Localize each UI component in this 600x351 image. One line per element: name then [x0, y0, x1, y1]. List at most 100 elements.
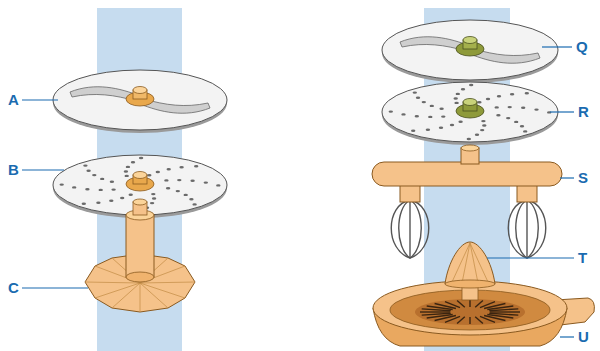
- grating-disc: [382, 82, 558, 145]
- slicing-disc: [382, 20, 558, 83]
- grater-hole: [216, 184, 220, 186]
- grater-hole: [190, 180, 194, 182]
- grater-hole: [458, 121, 462, 123]
- grater-hole: [439, 108, 443, 110]
- grater-hole: [179, 166, 183, 168]
- grater-hole: [415, 115, 419, 117]
- sieve-slot: [475, 317, 483, 324]
- grater-hole: [192, 203, 196, 205]
- grater-hole: [481, 120, 485, 122]
- grater-hole: [482, 124, 486, 126]
- grater-hole: [60, 183, 64, 185]
- sieve-slot: [489, 309, 518, 311]
- grater-hole: [534, 108, 538, 110]
- grater-hole: [96, 202, 100, 204]
- sieve-slot: [457, 300, 465, 307]
- grater-hole: [497, 95, 501, 97]
- disc-hub: [133, 172, 147, 179]
- beater-holder: [372, 145, 562, 258]
- callout-letter: C: [8, 279, 19, 297]
- grater-hole: [510, 93, 514, 95]
- leader-lines: [22, 47, 574, 337]
- juicer-sieve: [373, 281, 594, 346]
- grater-hole: [139, 157, 143, 159]
- grater-hole: [100, 178, 104, 180]
- grater-hole: [401, 113, 405, 115]
- grater-hole: [92, 174, 96, 176]
- grater-hole: [110, 181, 114, 183]
- grater-hole: [467, 138, 471, 140]
- grater-hole: [176, 190, 180, 192]
- grater-hole: [523, 130, 527, 132]
- sieve-slot: [457, 317, 465, 324]
- grater-hole: [147, 174, 151, 176]
- grater-hole: [194, 165, 198, 167]
- grater-hole: [525, 92, 529, 94]
- grater-hole: [495, 106, 499, 108]
- grater-hole: [99, 189, 103, 191]
- grater-hole: [439, 127, 443, 129]
- grater-hole: [514, 121, 518, 123]
- sieve-slot: [445, 302, 460, 308]
- grater-hole: [150, 202, 154, 204]
- grater-hole: [475, 134, 479, 136]
- grater-hole: [156, 171, 160, 173]
- sieve-slot: [420, 311, 450, 312]
- grater-hole: [126, 166, 130, 168]
- grater-hole: [125, 175, 129, 177]
- grater-hole: [413, 91, 417, 93]
- grater-hole: [151, 193, 155, 195]
- grater-hole: [521, 107, 525, 109]
- grater-hole: [461, 88, 465, 90]
- grater-hole: [85, 188, 89, 190]
- grater-hole: [109, 200, 113, 202]
- grater-hole: [177, 179, 181, 181]
- disc-holder: [85, 199, 195, 312]
- grater-hole: [411, 130, 415, 132]
- grater-hole: [72, 186, 76, 188]
- sieve-slot: [490, 311, 520, 312]
- callout-letter: Q: [576, 38, 588, 56]
- juicer-cone: [445, 242, 495, 300]
- callout-letter: B: [8, 161, 19, 179]
- callout-letter: T: [578, 249, 587, 267]
- sieve-slot: [422, 313, 451, 315]
- grater-hole: [486, 98, 490, 100]
- grater-hole: [426, 129, 430, 131]
- grater-hole: [450, 124, 454, 126]
- callout-letter: A: [8, 91, 19, 109]
- grater-hole: [477, 101, 481, 103]
- grater-hole: [111, 188, 115, 190]
- grater-hole: [441, 115, 445, 117]
- slicing-disc: [53, 70, 227, 133]
- sieve-slot: [475, 300, 483, 307]
- grater-hole: [469, 84, 473, 86]
- grater-hole: [152, 197, 156, 199]
- grater-hole: [430, 105, 434, 107]
- grater-hole: [86, 170, 90, 172]
- grater-hole: [184, 194, 188, 196]
- disc-hub: [463, 99, 477, 106]
- callout-letter: R: [578, 103, 589, 121]
- grater-hole: [422, 101, 426, 103]
- grater-hole: [120, 197, 124, 199]
- grater-hole: [496, 114, 500, 116]
- grater-hole: [131, 161, 135, 163]
- grater-hole: [129, 194, 133, 196]
- grater-hole: [456, 93, 460, 95]
- grater-hole: [189, 198, 193, 200]
- sieve-slot: [469, 317, 470, 324]
- grater-hole: [82, 203, 86, 205]
- grater-hole: [124, 170, 128, 172]
- callout-letter: S: [578, 169, 588, 187]
- sieve-slot: [480, 316, 495, 322]
- grater-hole: [480, 129, 484, 131]
- grater-hole: [389, 110, 393, 112]
- grater-hole: [164, 179, 168, 181]
- grater-hole: [506, 117, 510, 119]
- grating-disc: [53, 155, 227, 218]
- grater-hole: [204, 181, 208, 183]
- grater-hole: [520, 125, 524, 127]
